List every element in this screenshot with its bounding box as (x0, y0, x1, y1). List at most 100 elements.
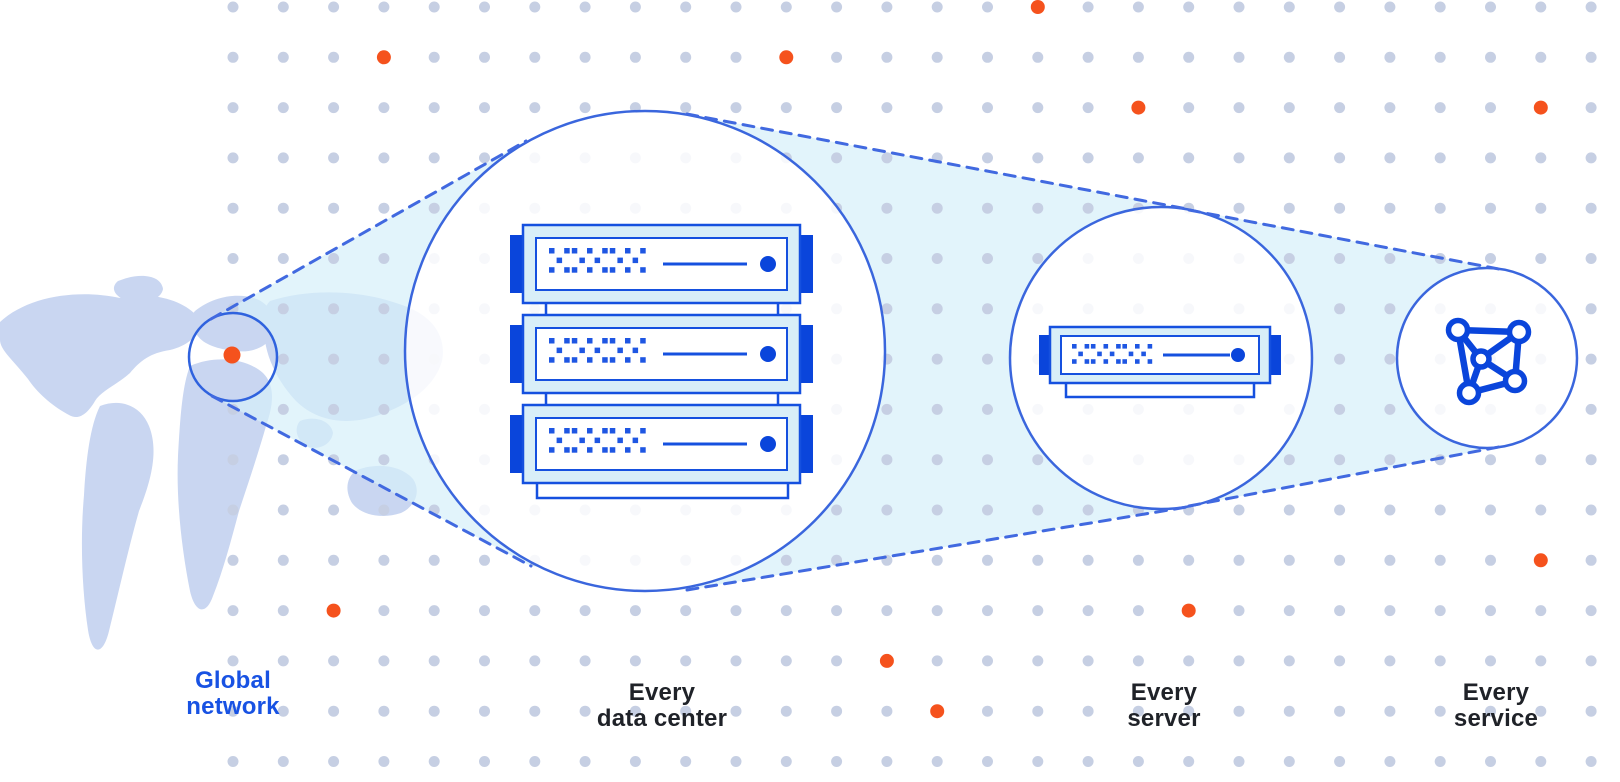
grid-dot (277, 102, 289, 114)
led-square (1090, 344, 1096, 349)
led-square (587, 248, 593, 254)
grid-dot (831, 102, 843, 114)
grid-dot (1283, 655, 1295, 667)
grid-dot (1032, 454, 1044, 466)
grid-dot (378, 504, 390, 516)
grid-dot (1334, 1, 1346, 13)
accent-dot (376, 50, 391, 65)
label-line: Every (1462, 679, 1530, 706)
grid-dot (1283, 253, 1295, 264)
grid-dot (1233, 504, 1245, 516)
grid-dot (1585, 253, 1597, 264)
grid-dot (1535, 1, 1547, 13)
mesh-node (1506, 319, 1532, 345)
grid-dot (1082, 102, 1094, 114)
led-square (1103, 344, 1109, 349)
dashed-guide-line (1187, 208, 1506, 272)
grid-dot (1485, 756, 1496, 767)
grid-dot (1183, 102, 1195, 114)
led-square (1122, 359, 1127, 364)
grid-dot (579, 756, 591, 767)
grid-dot (1384, 504, 1396, 516)
grid-dot (378, 454, 390, 466)
grid-dot (1233, 1, 1245, 13)
led-square (1116, 359, 1121, 364)
grid-dot (982, 655, 993, 667)
led-square (594, 257, 601, 264)
led-square (1084, 359, 1090, 364)
grid-dot (1032, 152, 1044, 164)
led-square (625, 357, 631, 363)
grid-dot (1132, 51, 1144, 63)
led-square (571, 338, 578, 344)
grid-dot (931, 554, 943, 566)
grid-dot (1334, 655, 1346, 667)
led-square (556, 437, 563, 444)
grid-dot (529, 51, 541, 63)
label-line: Every (628, 679, 696, 706)
grid-dot (227, 152, 239, 164)
led-square (579, 347, 585, 354)
led-square (625, 338, 631, 344)
grid-dot (982, 152, 993, 164)
grid-dot (680, 705, 692, 717)
grid-dot (479, 655, 490, 667)
grid-dot (982, 554, 993, 566)
led-square (617, 257, 623, 264)
grid-dot (1585, 705, 1597, 717)
label-line: network (186, 692, 280, 720)
server-panel (535, 237, 788, 291)
grid-dot (1334, 454, 1346, 466)
grid-dot (227, 1, 239, 13)
grid-dot (831, 554, 843, 566)
led-square (1141, 351, 1146, 357)
grid-dot (1535, 655, 1547, 667)
led-square (587, 338, 593, 344)
grid-dot (1384, 202, 1396, 214)
mesh-node (1502, 368, 1528, 394)
led-square (602, 248, 608, 254)
grid-dot (428, 705, 440, 717)
grid-dot (881, 253, 893, 264)
grid-dot (1233, 705, 1245, 717)
network-mesh-icon (1445, 317, 1532, 406)
global-network-label: Global network (103, 668, 363, 719)
grid-dot (277, 655, 289, 667)
grid-dot (1334, 202, 1346, 214)
grid-dot (328, 202, 340, 214)
server-ear (1270, 335, 1281, 375)
grid-dot (328, 705, 340, 717)
grid-dot (931, 353, 943, 365)
led-square (1072, 359, 1077, 364)
led-square (609, 428, 616, 434)
grid-dot (328, 756, 340, 767)
grid-dot (428, 655, 440, 667)
grid-dot (529, 756, 541, 767)
grid-dot (328, 152, 340, 164)
grid-dot (982, 253, 993, 264)
led-square (640, 357, 646, 363)
grid-dot (1485, 605, 1496, 617)
grid-dot (479, 51, 490, 63)
grid-dot (931, 202, 943, 214)
led-square (564, 248, 570, 254)
grid-dot (1032, 504, 1044, 516)
mesh-node (1445, 317, 1471, 343)
server-knob (1231, 348, 1245, 362)
grid-dot (428, 51, 440, 63)
grid-dot (931, 303, 943, 315)
grid-dot (1032, 202, 1044, 214)
grid-dot (1535, 454, 1547, 466)
accent-dot (1533, 100, 1548, 115)
grid-dot (378, 102, 390, 114)
grid-dot (1434, 202, 1446, 214)
grid-dot (1082, 152, 1094, 164)
grid-dot (982, 605, 993, 617)
led-square (1084, 344, 1090, 349)
grid-dot (1233, 655, 1245, 667)
grid-dot (227, 756, 239, 767)
grid-dot (1535, 51, 1547, 63)
grid-dot (780, 705, 792, 717)
grid-dot (982, 202, 993, 214)
grid-dot (831, 152, 843, 164)
